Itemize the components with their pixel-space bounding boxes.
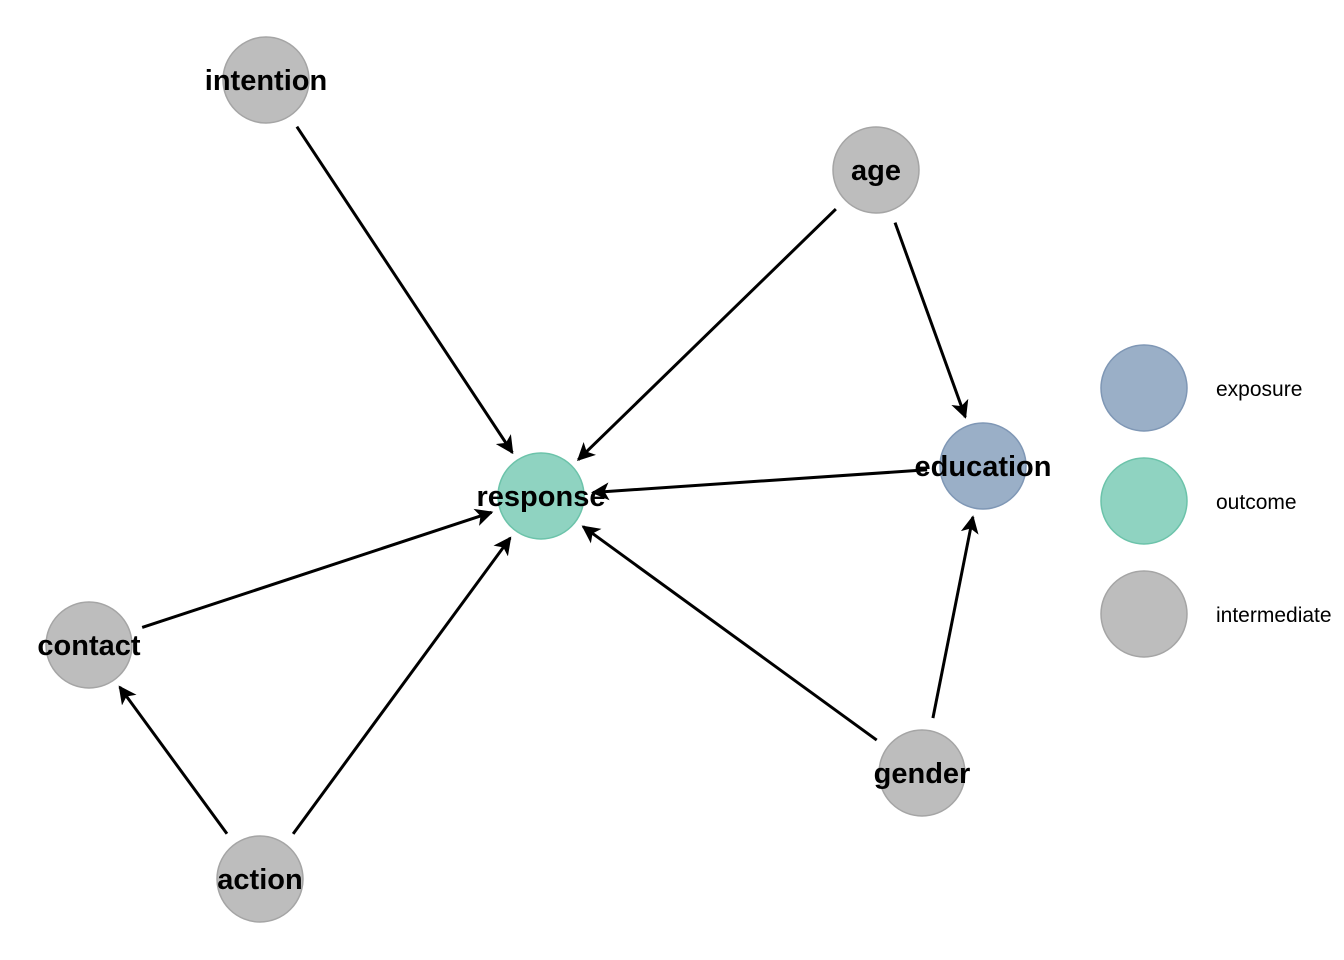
- node-age: age: [832, 126, 920, 214]
- node-circle-age: [832, 126, 920, 214]
- node-label-gender: gender: [874, 758, 971, 790]
- node-intention: intention: [205, 36, 327, 124]
- legend-label-outcome: outcome: [1216, 491, 1297, 514]
- node-response: response: [477, 452, 606, 540]
- node-circle-contact: [45, 601, 133, 689]
- node-label-age: age: [851, 155, 901, 187]
- legend-swatch-exposure: [1100, 344, 1188, 432]
- edge-education-to-response: [591, 468, 928, 501]
- node-label-education: education: [915, 451, 1052, 483]
- edge-intention-to-response: [295, 125, 514, 455]
- legend-swatch-outcome: [1100, 457, 1188, 545]
- node-label-contact: contact: [37, 630, 140, 662]
- legend-label-exposure: exposure: [1216, 378, 1302, 401]
- node-label-intention: intention: [205, 65, 327, 97]
- node-contact: contact: [37, 601, 141, 689]
- edge-action-to-response: [291, 536, 512, 835]
- legend: exposure outcome intermediate: [1100, 344, 1332, 658]
- node-circle-gender: [878, 729, 966, 817]
- edge-gender-to-education: [931, 515, 979, 719]
- node-gender: gender: [874, 729, 971, 817]
- legend-item-exposure: exposure: [1100, 344, 1302, 432]
- node-education: education: [915, 422, 1052, 510]
- edges-layer: [118, 125, 979, 835]
- node-circle-action: [216, 835, 304, 923]
- edge-age-to-education: [893, 222, 969, 419]
- node-action: action: [216, 835, 304, 923]
- node-circle-intention: [222, 36, 310, 124]
- legend-item-intermediate: intermediate: [1100, 570, 1332, 658]
- node-circle-response: [497, 452, 585, 540]
- edge-action-to-contact: [118, 685, 229, 835]
- legend-item-outcome: outcome: [1100, 457, 1297, 545]
- nodes-layer: intention age response education contact gend…: [37, 36, 1052, 923]
- edge-gender-to-response: [581, 525, 878, 742]
- node-label-action: action: [217, 864, 302, 896]
- legend-swatch-intermediate: [1100, 570, 1188, 658]
- edge-age-to-response: [576, 207, 837, 461]
- node-label-response: response: [477, 481, 606, 513]
- edge-contact-to-response: [141, 508, 494, 629]
- node-circle-education: [939, 422, 1027, 510]
- legend-label-intermediate: intermediate: [1216, 604, 1332, 627]
